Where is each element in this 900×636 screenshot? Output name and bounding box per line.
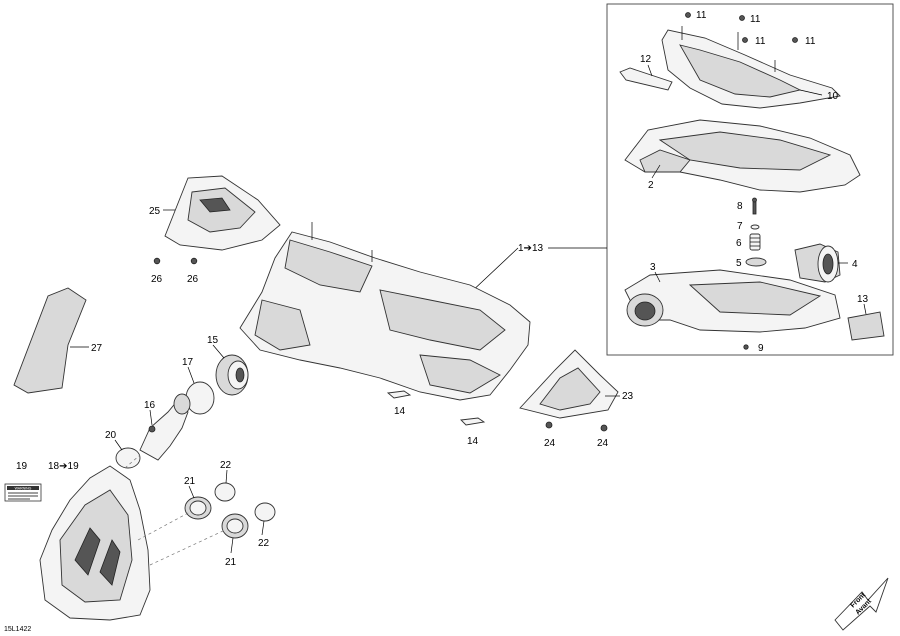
part-12-seal-strip	[619, 67, 673, 91]
callout-14-b: 14	[467, 436, 479, 447]
callout-17: 17	[182, 357, 194, 368]
leader-20	[114, 439, 123, 451]
callout-22-b: 22	[258, 538, 270, 549]
leader-15	[212, 344, 225, 359]
part-22-upper-clamp	[214, 482, 236, 502]
part-16-duct	[139, 393, 191, 461]
callout-21-b: 21	[225, 557, 237, 568]
part-26-clips	[153, 257, 198, 265]
callout-20: 20	[105, 430, 117, 441]
callout-7: 7	[737, 221, 743, 232]
main-airbox-assembly	[239, 222, 531, 401]
callout-11-c: 11	[755, 36, 766, 47]
part-6-spring	[749, 233, 761, 251]
part-25-bracket	[164, 175, 281, 251]
callout-16: 16	[144, 400, 156, 411]
callout-6: 6	[736, 238, 742, 249]
leader-1-13-diag	[467, 247, 519, 296]
alignment-line-2	[149, 529, 226, 566]
part-15-adapter-sleeve	[215, 354, 249, 396]
part-2-middle-housing	[624, 119, 861, 193]
callout-14-a: 14	[394, 406, 406, 417]
callout-11-a: 11	[696, 10, 707, 21]
part-3-lower-housing	[624, 269, 841, 333]
diagram-id: 15L1422	[4, 626, 31, 633]
leader-21b	[230, 537, 234, 554]
callout-24-b: 24	[597, 438, 609, 449]
part-13-foam-pad	[847, 311, 885, 341]
warning-label: WARNING	[4, 483, 42, 502]
part-21-lower-coupler	[221, 513, 249, 539]
callout-10: 10	[827, 91, 839, 102]
callout-22-a: 22	[220, 460, 232, 471]
part-20-ring	[115, 447, 141, 469]
front-direction-arrow-icon: Front Avant	[834, 577, 889, 631]
inset-frame	[606, 3, 894, 356]
leader-2	[651, 164, 661, 179]
callout-13: 13	[857, 294, 869, 305]
part-21-upper-coupler	[184, 496, 212, 520]
leader-22b	[261, 520, 265, 536]
callout-11-b: 11	[750, 14, 761, 25]
callout-8: 8	[737, 201, 743, 212]
callout-21-a: 21	[184, 476, 196, 487]
part-4-filter	[794, 243, 841, 283]
part-23-bracket	[519, 349, 619, 419]
callout-23: 23	[622, 391, 634, 402]
callout-27: 27	[91, 343, 103, 354]
part-17-clamp	[185, 381, 215, 415]
callout-15: 15	[207, 335, 219, 346]
callout-26-b: 26	[187, 274, 199, 285]
part-27-foam-panel	[13, 287, 87, 394]
callout-1-13: 1➔13	[518, 243, 544, 254]
part-10-upper-cover	[661, 26, 841, 109]
leader-12	[647, 64, 653, 77]
callout-26-a: 26	[151, 274, 163, 285]
leader-10	[799, 89, 823, 96]
leader-17	[187, 366, 195, 384]
leader-3	[654, 271, 661, 283]
callout-18-19: 18➔19	[48, 461, 79, 472]
callout-12: 12	[640, 54, 652, 65]
part-14-bracket-left	[386, 390, 412, 399]
callout-24-a: 24	[544, 438, 556, 449]
callout-19: 19	[16, 461, 28, 472]
part-9-screw	[743, 344, 749, 350]
callout-25: 25	[149, 206, 161, 217]
part-14-bracket-right	[460, 417, 486, 426]
alignment-line-1	[137, 511, 191, 541]
part-24-nut-right	[600, 424, 608, 432]
leader-21a	[188, 485, 195, 499]
part-7-washer	[750, 224, 760, 230]
part-11-screws	[685, 12, 798, 43]
callout-4: 4	[852, 259, 858, 270]
warning-label-text: WARNING	[15, 487, 32, 491]
part-24-nut-left	[545, 421, 553, 429]
part-18-19-intake-cover	[39, 465, 151, 621]
callout-9: 9	[758, 343, 764, 354]
leader-16	[149, 409, 153, 426]
callout-3: 3	[650, 262, 656, 273]
part-8-bolt	[752, 197, 757, 215]
part-5-grommet	[745, 257, 767, 267]
leader-13	[863, 303, 867, 315]
part-22-lower-clamp	[254, 502, 276, 522]
callout-11-d: 11	[805, 36, 816, 47]
leader-22a	[225, 469, 228, 484]
callout-2: 2	[648, 180, 654, 191]
callout-5: 5	[736, 258, 742, 269]
